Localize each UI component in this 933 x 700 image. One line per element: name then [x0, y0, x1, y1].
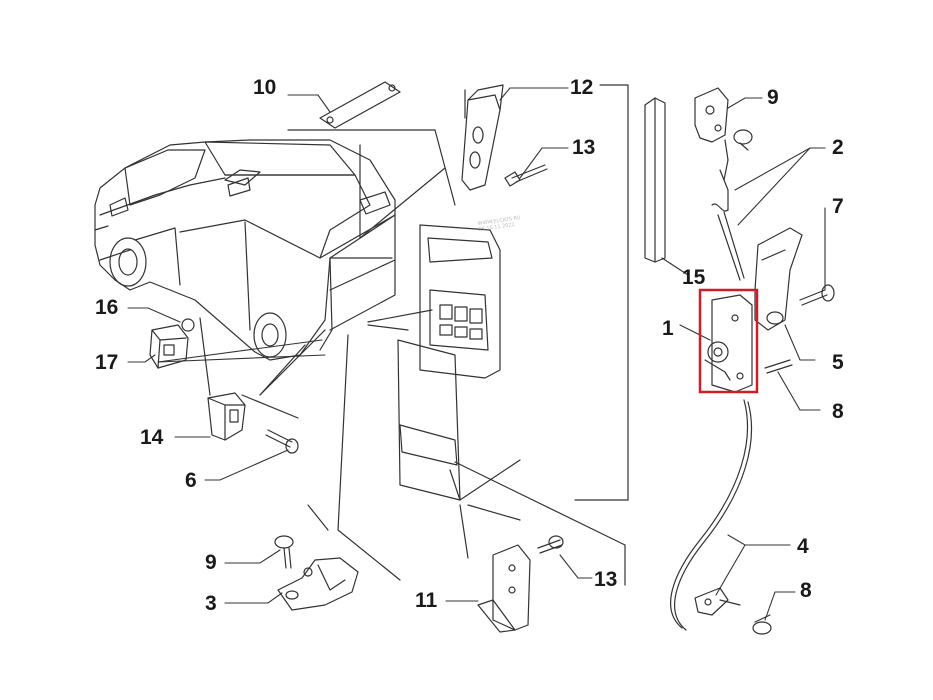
callout-8-upper[interactable]: 8 [832, 400, 844, 423]
callout-13-top[interactable]: 13 [572, 136, 596, 159]
callout-9-lower[interactable]: 9 [205, 551, 217, 574]
callout-5[interactable]: 5 [832, 351, 844, 374]
callout-4[interactable]: 4 [797, 535, 809, 558]
callout-7[interactable]: 7 [832, 195, 844, 218]
callout-6[interactable]: 6 [185, 469, 197, 492]
callout-8-lower[interactable]: 8 [800, 579, 812, 602]
callout-13-lower[interactable]: 13 [594, 568, 618, 591]
callout-14[interactable]: 14 [140, 426, 164, 449]
callout-11[interactable]: 11 [415, 589, 438, 612]
callout-2[interactable]: 2 [832, 136, 844, 159]
callout-15[interactable]: 15 [682, 266, 706, 289]
callout-3[interactable]: 3 [205, 592, 217, 615]
callout-9-top[interactable]: 9 [767, 86, 779, 109]
callout-10[interactable]: 10 [253, 76, 277, 99]
callout-17[interactable]: 17 [95, 351, 119, 374]
highlight-frame-part-1 [698, 288, 759, 394]
callout-16[interactable]: 16 [95, 296, 119, 319]
callout-12[interactable]: 12 [570, 76, 594, 99]
callout-1[interactable]: 1 [662, 317, 674, 340]
van-illustration [94, 139, 396, 361]
